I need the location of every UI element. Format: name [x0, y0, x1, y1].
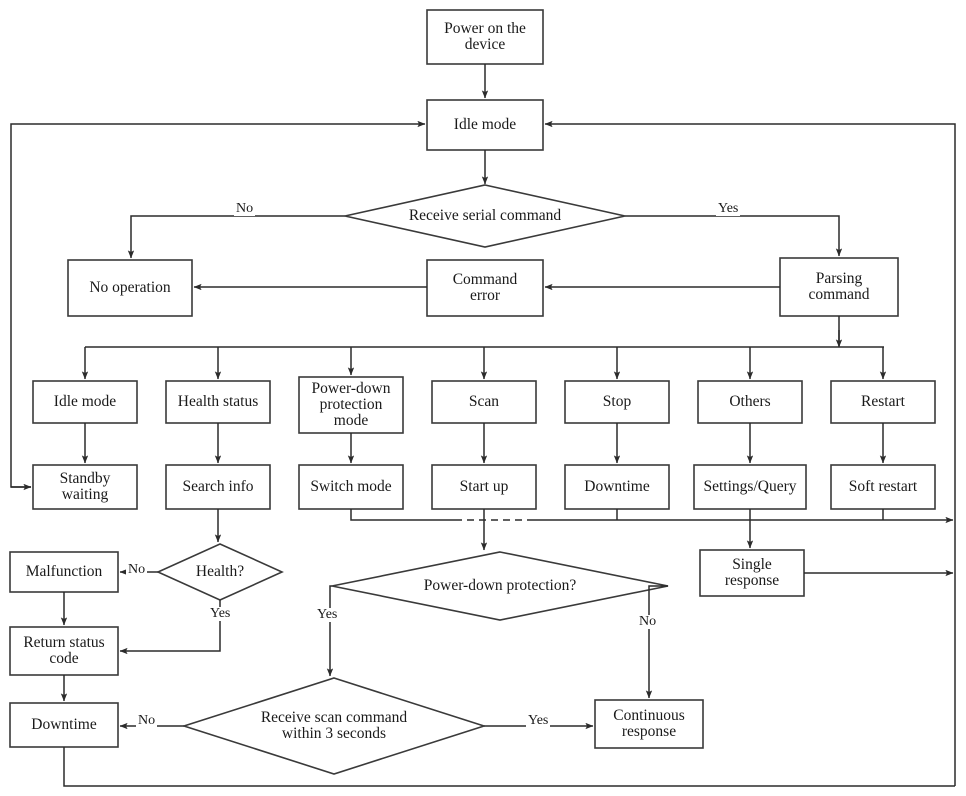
node-malfunction[interactable]	[9, 551, 119, 593]
node-receive-serial[interactable]	[344, 184, 626, 248]
node-soft-restart[interactable]	[830, 464, 936, 510]
node-return-status-code[interactable]	[9, 626, 119, 676]
node-standby-waiting[interactable]	[32, 464, 138, 510]
node-command-error[interactable]	[426, 259, 544, 317]
edge-right-rail	[544, 120, 956, 786]
node-search-info[interactable]	[165, 464, 271, 510]
node-health-decision[interactable]	[156, 543, 284, 601]
node-idle-mode-branch[interactable]	[32, 380, 138, 424]
node-scan[interactable]	[431, 380, 537, 424]
node-power-down-decision[interactable]	[331, 551, 669, 621]
node-receive-scan[interactable]	[181, 677, 487, 775]
edge-receive-yes	[625, 215, 843, 257]
edge-switchmode-merge	[350, 509, 455, 521]
node-power-on[interactable]	[426, 9, 544, 65]
node-no-operation[interactable]	[67, 259, 193, 317]
edge-powerdowndec-no	[645, 585, 668, 699]
node-downtime-bottom[interactable]	[9, 702, 119, 748]
node-idle-mode-top[interactable]	[426, 99, 544, 151]
edge-receive-no	[127, 215, 345, 259]
edge-powerdowndec-yes	[326, 585, 334, 677]
shape-layer	[9, 9, 936, 775]
edge-downtime-bottomloop	[63, 747, 955, 787]
node-start-up[interactable]	[431, 464, 537, 510]
edge-layer	[10, 64, 956, 787]
node-settings-query[interactable]	[693, 464, 807, 510]
node-switch-mode[interactable]	[298, 464, 404, 510]
node-others[interactable]	[697, 380, 803, 424]
edge-health-yes	[119, 600, 221, 655]
node-downtime-stop[interactable]	[564, 464, 670, 510]
node-restart[interactable]	[830, 380, 936, 424]
node-stop[interactable]	[564, 380, 670, 424]
node-health-status[interactable]	[165, 380, 271, 424]
node-continuous-response[interactable]	[594, 699, 704, 749]
node-power-down-mode[interactable]	[298, 376, 404, 434]
node-single-response[interactable]	[699, 549, 805, 597]
node-parsing-command[interactable]	[779, 257, 899, 317]
